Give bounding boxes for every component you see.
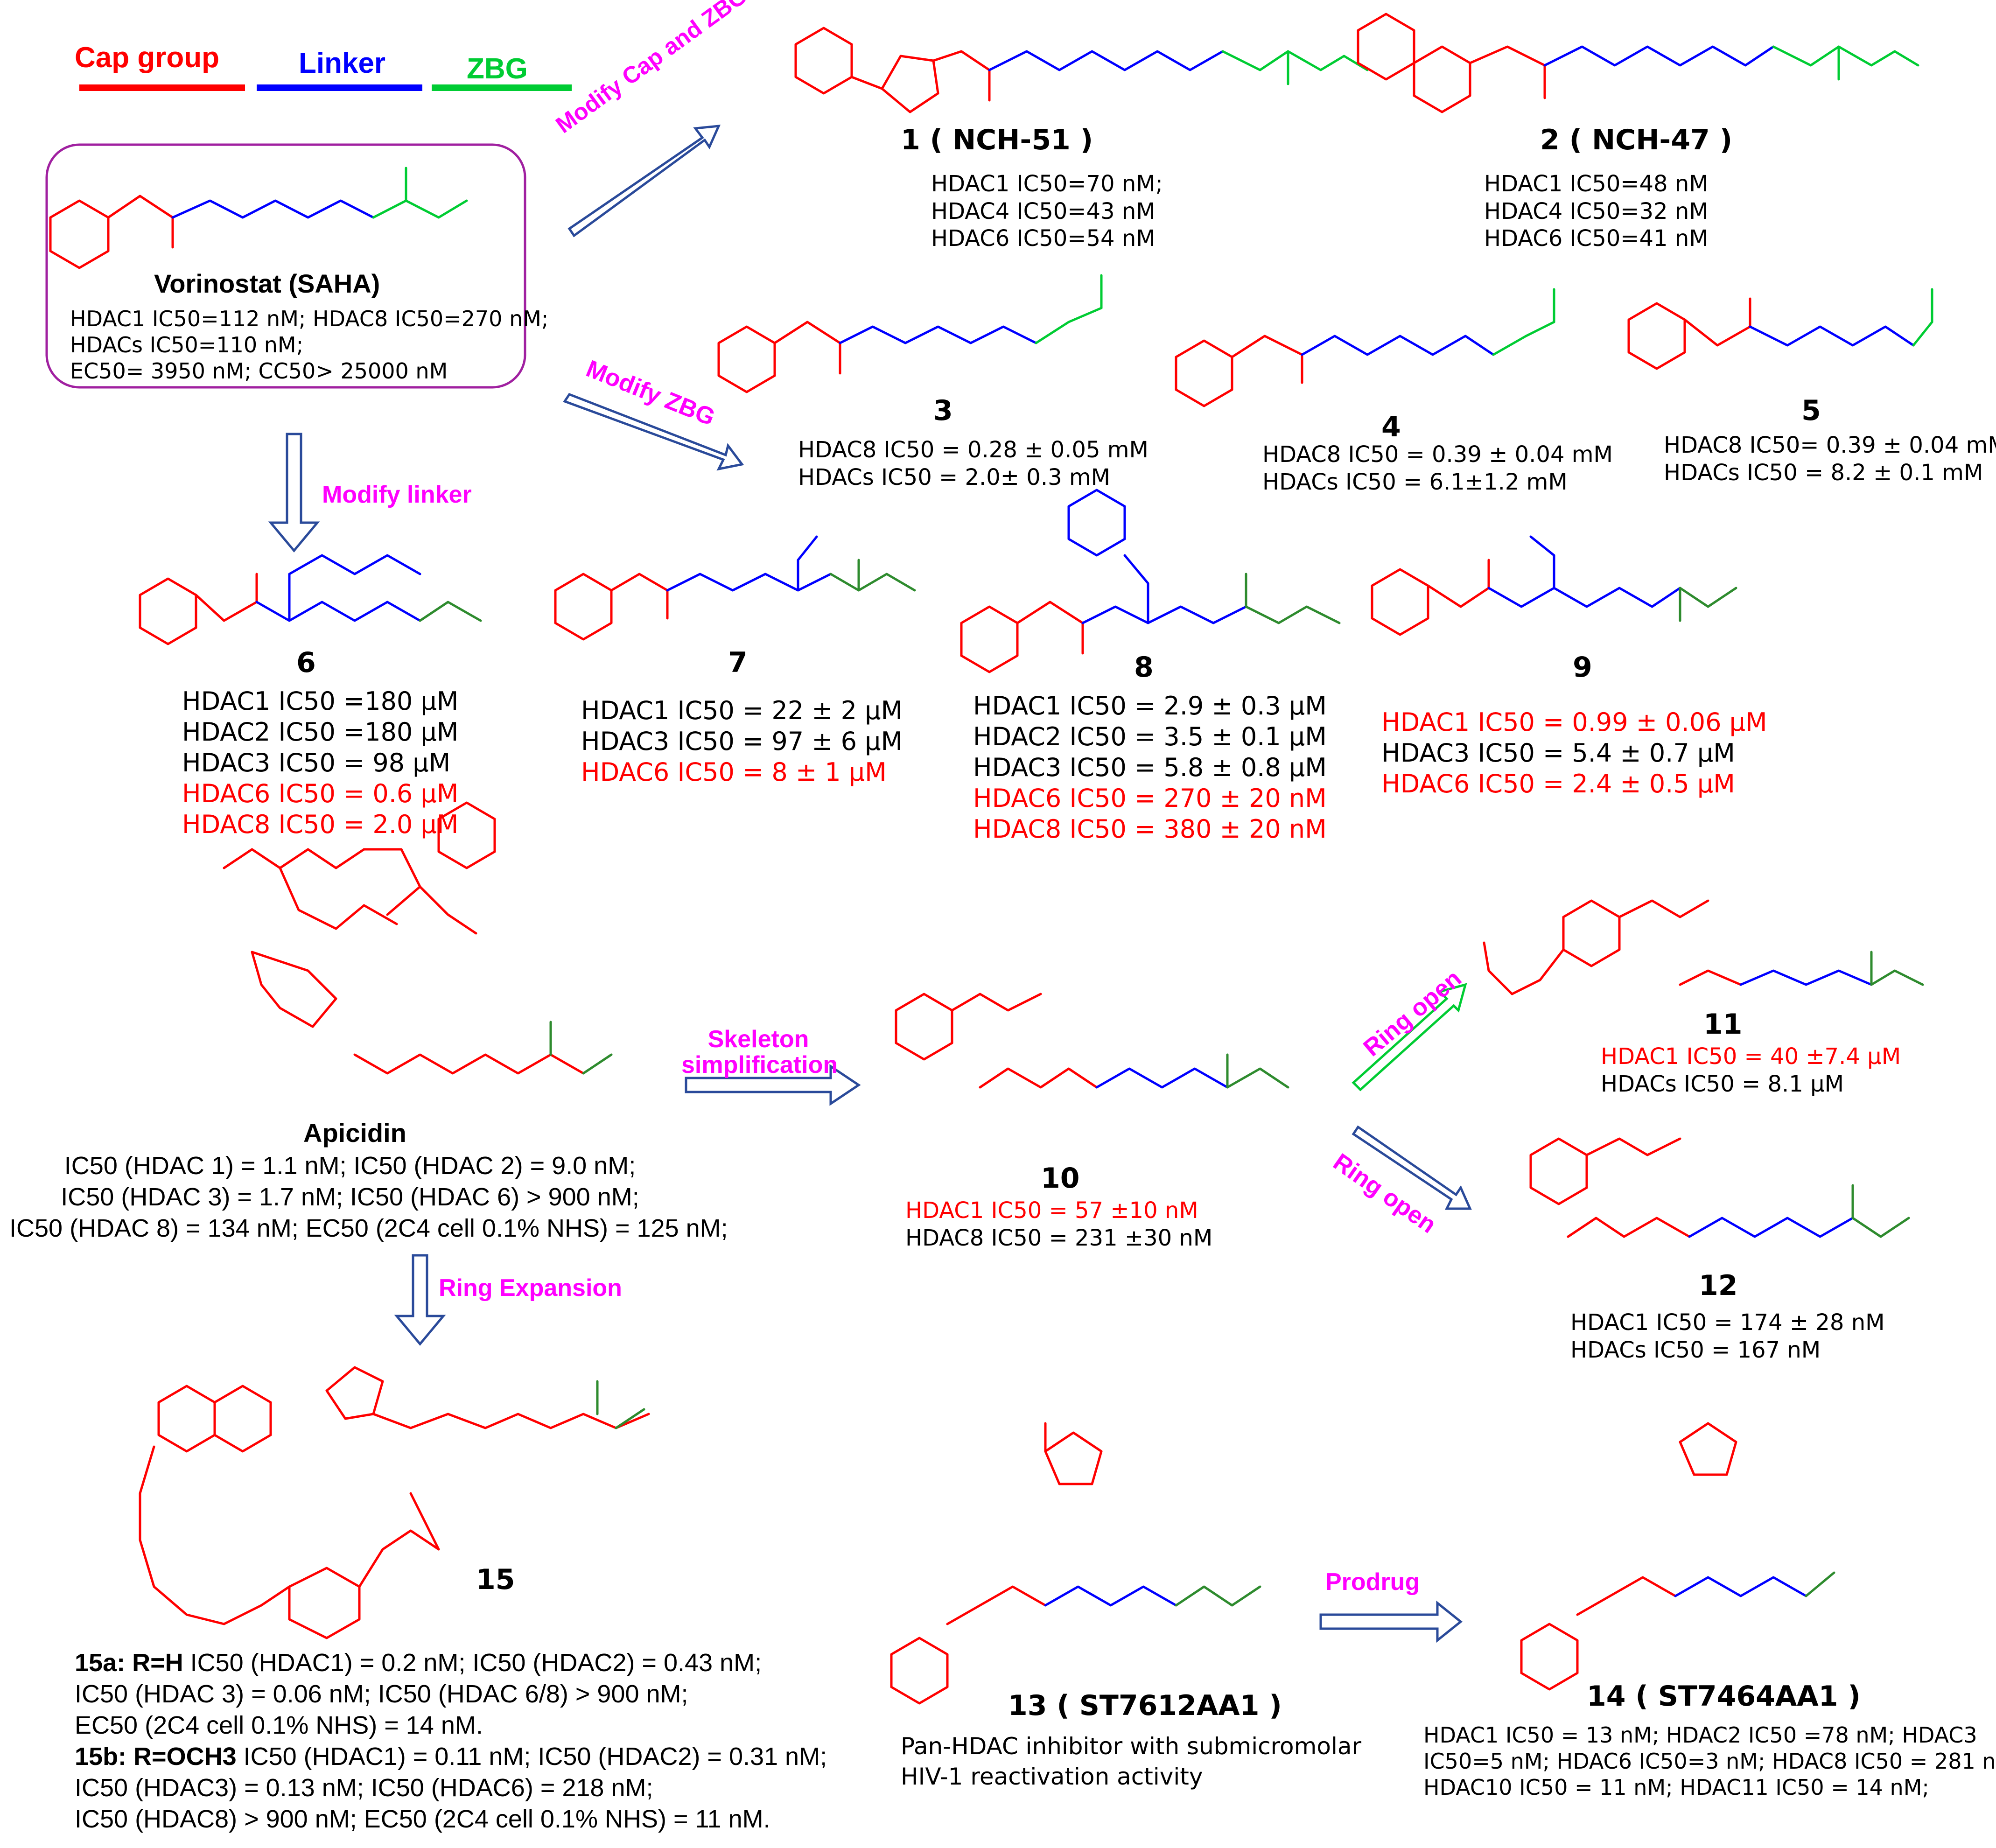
- compound-10-structure: [895, 993, 1289, 1089]
- arrow-prodrug: [1319, 1600, 1463, 1643]
- compound-8-structure: [960, 489, 1341, 673]
- compound-13-label: 13 ( ST7612AA1 ): [1008, 1689, 1282, 1722]
- legend-linker-label: Linker: [299, 47, 386, 79]
- saha-name: Vorinostat (SAHA): [154, 269, 380, 298]
- label-modify-linker: Modify linker: [322, 481, 472, 508]
- arrow-ring-open-1: [1352, 983, 1467, 1092]
- arrow-modify-zbg: [563, 392, 744, 471]
- apicidin-name: Apicidin: [303, 1118, 406, 1148]
- legend-cap-label: Cap group: [75, 42, 219, 74]
- compound-3-label: 3: [933, 394, 953, 427]
- compound-4-label: 4: [1381, 411, 1401, 443]
- compound-6-label: 6: [296, 646, 316, 679]
- apicidin-activity: IC50 (HDAC 1) = 1.1 nM; IC50 (HDAC 2) = …: [9, 1152, 728, 1242]
- compound-9-structure: [1371, 535, 1737, 636]
- label-ring-expansion: Ring Expansion: [439, 1274, 622, 1302]
- compound-12-structure: [1529, 1137, 1910, 1238]
- compound-6-structure: [139, 554, 482, 645]
- label-prodrug: Prodrug: [1325, 1568, 1420, 1596]
- compound-9-label: 9: [1573, 651, 1592, 684]
- compound-8-label: 8: [1134, 651, 1154, 684]
- arrow-ring-open-2: [1352, 1125, 1472, 1210]
- compound-14-label: 14 ( ST7464AA1 ): [1587, 1680, 1861, 1713]
- arrow-skeleton: [685, 1064, 861, 1106]
- arrow-modify-cap-zbg: [567, 125, 721, 238]
- legend-zbg-label: ZBG: [467, 53, 528, 85]
- compound-7-structure: [554, 535, 916, 641]
- compound-14-activity: HDAC1 IC50 = 13 nM; HDAC2 IC50 =78 nM; H…: [1423, 1722, 1996, 1800]
- arrow-modify-linker: [268, 433, 320, 553]
- saha-box: [45, 143, 526, 389]
- compound-11-label: 11: [1703, 1008, 1743, 1041]
- compound-12-label: 12: [1699, 1269, 1738, 1302]
- saha-activity: HDAC1 IC50=112 nM; HDAC8 IC50=270 nM;HDA…: [70, 306, 549, 384]
- apicidin-structure: [223, 801, 613, 1075]
- compound-1-label: 1 ( NCH-51 ): [901, 124, 1093, 156]
- compound-5-label: 5: [1801, 394, 1821, 427]
- compound-2-structure: [1357, 13, 1919, 113]
- compound-2-label: 2 ( NCH-47 ): [1540, 124, 1733, 156]
- label-skeleton: Skeleton simplification: [681, 1026, 838, 1078]
- compound-3-structure: [717, 274, 1103, 393]
- compound-1-structure: [794, 27, 1369, 113]
- compound-4-structure: [1175, 288, 1555, 407]
- compound-11-structure: [1483, 899, 1924, 995]
- compound-10-label: 10: [1041, 1162, 1080, 1195]
- compound-13-structure: [890, 1422, 1261, 1705]
- compound-5-structure: [1627, 288, 1933, 370]
- compound-14-structure: [1520, 1422, 1835, 1691]
- saha-structure: [49, 167, 468, 269]
- compound-15-activity: 15a: R=H IC50 (HDAC1) = 0.2 nM; IC50 (HD…: [75, 1649, 827, 1833]
- compound-15-label: 15: [476, 1563, 515, 1596]
- compound-7-label: 7: [728, 646, 748, 679]
- arrow-ring-expansion: [394, 1254, 446, 1346]
- compound-15-structure: [139, 1366, 650, 1639]
